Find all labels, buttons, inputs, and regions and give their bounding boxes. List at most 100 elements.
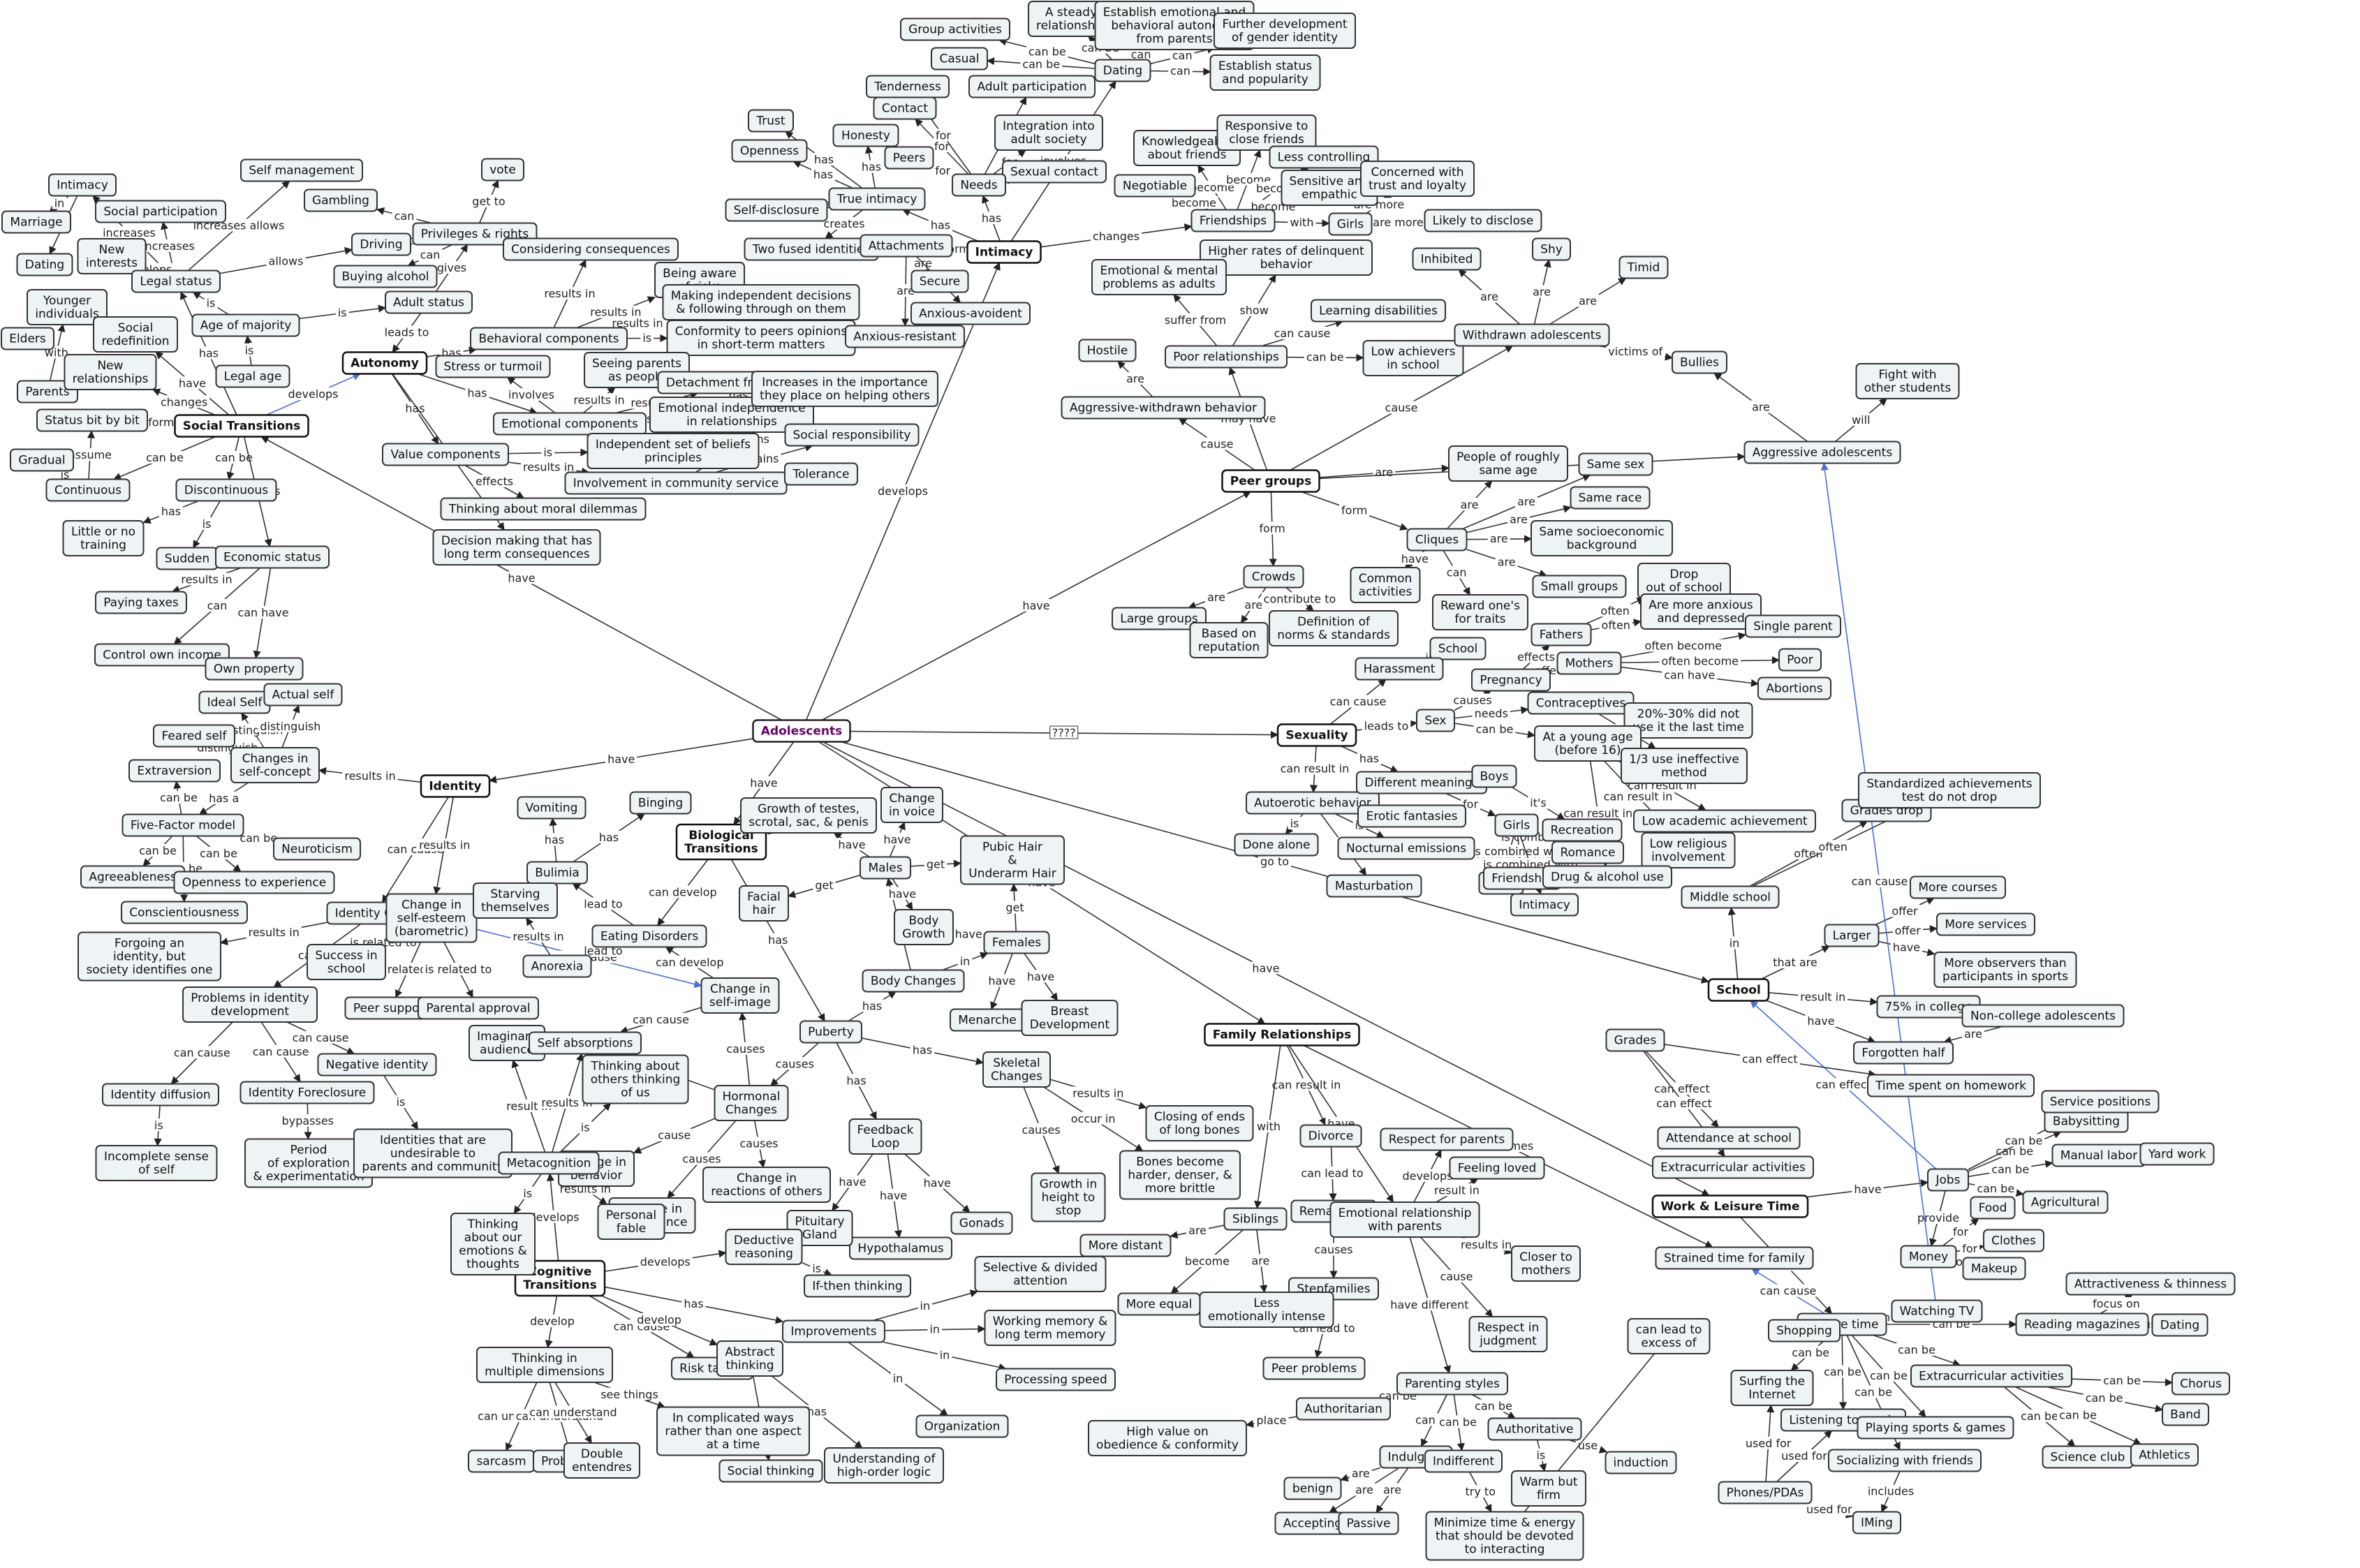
edge-label: has	[931, 219, 950, 232]
edge-label-bg	[506, 388, 556, 401]
edge-label: includes	[1868, 1485, 1914, 1498]
node-box	[1432, 594, 1528, 630]
node-drugalc: Drug & alcohol use	[1542, 865, 1672, 889]
edge-label-bg	[200, 517, 214, 530]
node-label: Gonads	[959, 1217, 1005, 1231]
edge-label-bg	[952, 927, 984, 940]
edge-label: contribute to	[1264, 592, 1336, 605]
node-continuous: Continuous	[45, 478, 131, 502]
edge-label-bg	[748, 776, 780, 789]
node-box	[1655, 1246, 1814, 1270]
node-label: Intimacy	[57, 179, 108, 193]
node-label: Buying alcohol	[342, 270, 429, 284]
node-label: Feeling loved	[1458, 1162, 1537, 1176]
edge-label: are	[1126, 372, 1144, 385]
node-iddiff: Identity diffusion	[102, 1083, 219, 1107]
edge-label-bg	[1400, 1169, 1455, 1182]
node-box	[1200, 239, 1373, 276]
node-fathers: Fathers	[1531, 623, 1592, 646]
node-label: Privileges & rights	[421, 228, 529, 242]
node-box	[1299, 1124, 1362, 1148]
node-box	[1910, 875, 2006, 899]
edge-label: can effect	[1815, 1078, 1871, 1091]
node-intimacy: Intimacy	[966, 240, 1042, 264]
edge-label: have	[1022, 599, 1049, 612]
edge-label-bg	[932, 140, 952, 152]
node-label: Autoerotic behavior	[1254, 797, 1371, 811]
node-makeup: Makeup	[1962, 1257, 2026, 1280]
node-label: Phones/PDAs	[1727, 1486, 1804, 1500]
edge-label-bg	[640, 331, 654, 344]
edge-label: can be	[1996, 1145, 2033, 1158]
edge-label-bg	[1026, 45, 1068, 58]
node-anxavoid: Anxious-avoident	[910, 302, 1031, 325]
node-manual: Manual labor	[2051, 1144, 2146, 1167]
node-young: At a young age(before 16)	[1534, 725, 1642, 762]
node-girls-s: Girls	[1494, 813, 1539, 837]
node-label: Parenting styles	[1405, 1377, 1500, 1391]
node-label: Marriage	[10, 216, 62, 230]
node-box	[1112, 607, 1207, 630]
node-label: Attendance at school	[1666, 1132, 1792, 1146]
edge-label: can result in	[1563, 806, 1632, 820]
edge-label-bg	[290, 1030, 351, 1044]
node-extra: Extraversion	[128, 759, 221, 783]
node-box	[1002, 160, 1107, 184]
node-label: Crowds	[1252, 570, 1296, 584]
edge-label: results in	[590, 306, 641, 319]
node-box	[435, 355, 551, 378]
edge-label: are	[1752, 401, 1770, 414]
node-label: Social Transitions	[183, 420, 301, 434]
node-box	[984, 1310, 1116, 1346]
node-box	[824, 1447, 944, 1484]
edge-label-bg	[266, 254, 306, 267]
node-clothes: Clothes	[1983, 1229, 2044, 1252]
edge-label-bg	[766, 933, 790, 946]
node-cliques: Cliques	[1406, 528, 1468, 552]
node-aggressive: Aggressive adolescents	[1743, 441, 1901, 464]
edge-label-bg	[205, 599, 230, 612]
node-box	[656, 1406, 810, 1456]
edge-label: with	[1257, 1120, 1281, 1133]
node-label: Different meanings	[1364, 776, 1478, 790]
node-box	[1468, 1316, 1548, 1352]
node-label: Conscientiousness	[129, 906, 239, 920]
edge-label-bg	[541, 445, 555, 459]
edge-label: is combined with	[1472, 845, 1567, 858]
edge-label-bg	[510, 929, 566, 942]
node-label: Less controlling	[1278, 151, 1371, 165]
edge-label-bg	[242, 343, 256, 357]
edge-label: is	[543, 446, 552, 459]
node-label: Making independent decisions& following …	[671, 289, 852, 316]
edge-label: are	[1207, 591, 1225, 604]
edge-label-bg	[1642, 639, 1724, 652]
edge-label: results in	[523, 460, 574, 473]
edge-label-bg	[250, 1044, 311, 1058]
node-label: Boys	[1480, 770, 1509, 784]
node-label: Legal age	[224, 370, 282, 384]
node-sex: Sex	[1416, 709, 1455, 732]
edge-label: has	[807, 1405, 827, 1419]
edge-label: are	[1490, 532, 1508, 545]
edge-label: can effect	[1654, 1082, 1710, 1095]
node-box	[1743, 441, 1901, 464]
node-box	[2130, 1443, 2199, 1467]
node-box	[493, 412, 647, 436]
edge-label: often	[1794, 847, 1822, 860]
node-label: Small groups	[1541, 580, 1618, 594]
